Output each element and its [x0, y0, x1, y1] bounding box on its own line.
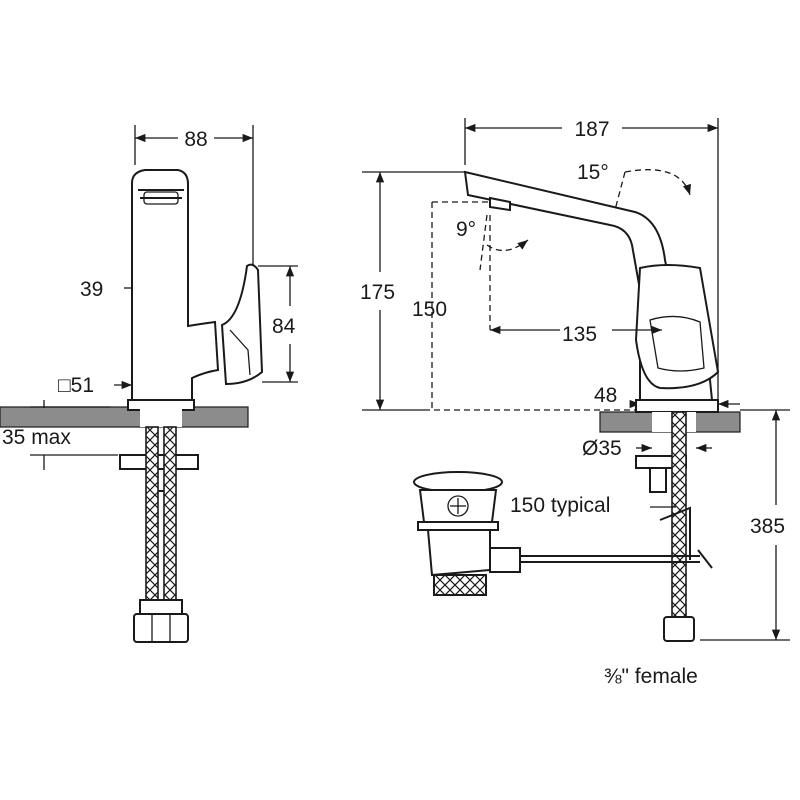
hose-nut	[133, 613, 189, 643]
lever-edge	[229, 329, 251, 376]
dim-lever-height: 84	[272, 315, 296, 338]
waste-lift-rod	[659, 506, 691, 560]
pop-up-waste	[413, 471, 713, 596]
dim-hole-diameter: Ø35	[582, 437, 622, 460]
hose-front-braid	[672, 412, 686, 617]
deck-hole	[140, 407, 182, 427]
lever-side	[220, 263, 264, 386]
hose-nut-front	[663, 616, 695, 642]
dim-hose-length: 385	[750, 515, 785, 538]
hose-crimp	[139, 599, 183, 615]
front-view: 187 15° 9° 175 150 135 48	[360, 118, 790, 688]
dim-spout-height: 150	[412, 298, 447, 321]
waste-screw	[447, 495, 469, 517]
dim-waste-typical: 150 typical	[510, 494, 610, 517]
dim-width-side: 88	[184, 128, 207, 151]
lever-recess	[649, 315, 705, 372]
dim-spout-angle: 9°	[456, 218, 476, 241]
dim-base-height: 48	[594, 384, 617, 407]
fixing-bracket	[119, 454, 199, 470]
waste-thread-pattern	[434, 575, 486, 595]
spout-angle-arc	[486, 239, 529, 252]
lever-angle-arc	[624, 169, 691, 196]
aerator-slot	[143, 191, 179, 205]
aerator	[489, 196, 511, 212]
dim-base-square: □51	[58, 374, 94, 397]
dim-spout-reach: 135	[562, 323, 597, 346]
side-view: 88 39 84 □51 35 max	[0, 125, 298, 643]
spout-angle-guide	[479, 214, 488, 271]
cartridge-top	[138, 189, 184, 199]
base-plate-front	[635, 399, 719, 413]
dim-length: 187	[574, 118, 609, 141]
dim-height-total: 175	[360, 281, 395, 304]
lever-front	[634, 264, 720, 390]
waste-body	[426, 529, 491, 577]
label-connection: ⅜" female	[604, 665, 698, 688]
hose-left-braid	[146, 427, 158, 600]
lever-angle-guide	[614, 171, 626, 211]
waste-washer	[417, 521, 499, 531]
spout	[463, 170, 670, 292]
basin-deck-side	[0, 406, 249, 428]
hose-right-braid	[164, 427, 176, 600]
dim-deck-thickness: 35 max	[2, 426, 71, 449]
dim-lever-offset: 39	[80, 278, 103, 301]
tap-body-side	[131, 169, 220, 403]
waste-clip	[697, 549, 713, 569]
waste-rod-housing	[489, 547, 521, 573]
fixing-nut-front	[649, 467, 667, 493]
dim-lever-angle: 15°	[577, 161, 609, 184]
